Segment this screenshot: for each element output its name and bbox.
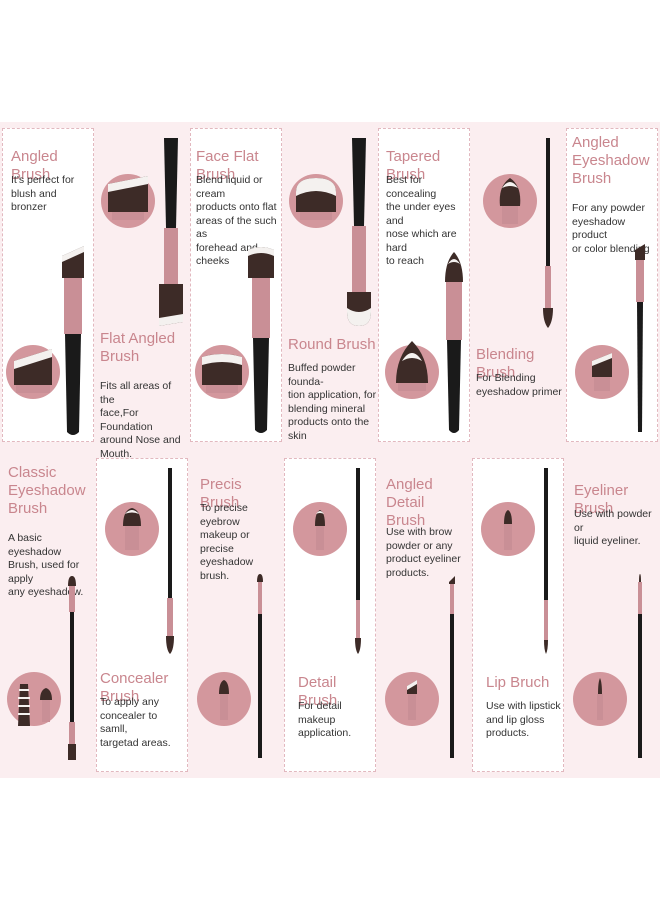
brush-description: Buffed powder founda-tion application, f… — [288, 362, 377, 442]
precis-brush-icon — [257, 574, 263, 758]
angled-brush-icon — [62, 246, 84, 435]
classic-eyeshadow-brush-icon — [68, 576, 76, 760]
face-flat-brush-closeup-icon — [195, 345, 249, 399]
angled-eyeshadow-brush-closeup-icon — [575, 345, 629, 399]
angled-eyeshadow-brush-icon — [635, 244, 645, 432]
detail-brush-closeup-icon — [293, 502, 347, 556]
brush-title: Angled Brush — [11, 148, 58, 183]
classic-eyeshadow-brush-closeup-icon — [7, 672, 61, 726]
precis-brush-closeup-icon — [197, 672, 251, 726]
flat-angled-brush-closeup-icon — [101, 174, 155, 228]
tapered-brush-closeup-icon — [385, 341, 439, 399]
brush-title: Face Flat Brush — [196, 148, 259, 183]
eyeliner-brush-icon — [638, 574, 642, 758]
round-brush-closeup-icon — [289, 174, 343, 228]
round-brush-icon — [347, 138, 371, 326]
brush-title: Lip Bruch — [486, 674, 550, 691]
angled-detail-brush-closeup-icon — [385, 672, 439, 726]
face-flat-brush-icon — [248, 247, 274, 433]
brush-title: Round Brush — [288, 336, 376, 353]
tapered-brush-icon — [445, 252, 463, 433]
blending-brush-icon — [543, 138, 553, 328]
brush-title: Precis Brush — [200, 476, 242, 511]
brush-title: Flat Angled Brush — [100, 330, 176, 365]
brush-title: Blending Brush — [476, 346, 535, 381]
flat-angled-brush-icon — [159, 138, 183, 326]
concealer-brush-icon — [166, 468, 174, 654]
lip-brush-closeup-icon — [481, 502, 535, 556]
eyeliner-brush-closeup-icon — [573, 672, 627, 726]
angled-detail-brush-icon — [449, 576, 455, 758]
concealer-brush-closeup-icon — [105, 502, 159, 556]
blending-brush-closeup-icon — [483, 174, 537, 228]
angled-brush-closeup-icon — [6, 345, 60, 399]
brush-title: Tapered Brush — [386, 148, 441, 183]
lip-brush-icon — [544, 468, 548, 654]
brush-title: Detail Brush — [298, 674, 338, 709]
detail-brush-icon — [355, 468, 361, 654]
brush-title: Concealer Brush — [100, 670, 169, 705]
brush-title: Eyeliner Brush — [574, 482, 629, 517]
